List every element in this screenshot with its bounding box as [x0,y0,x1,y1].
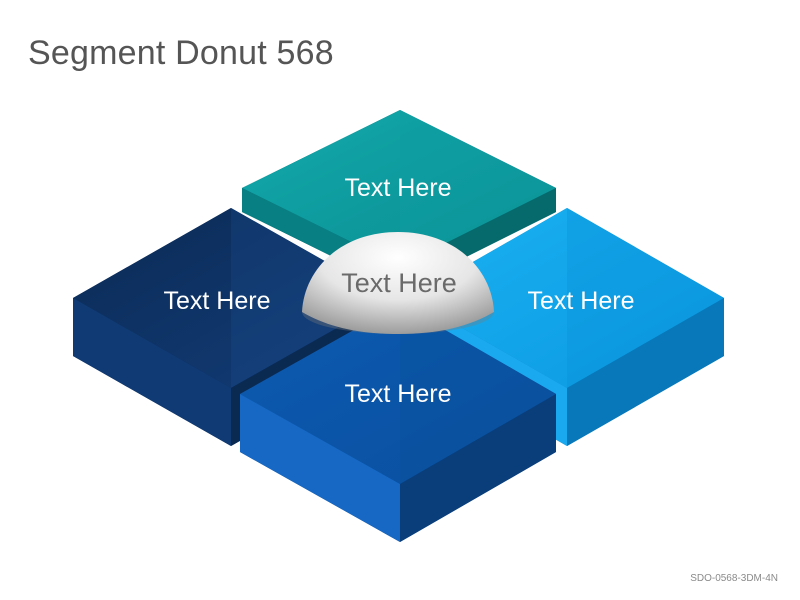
slide-title: Segment Donut 568 [28,34,334,72]
segment-left-label: Text Here [164,287,271,315]
segment-right-label: Text Here [528,287,635,315]
center-hub [302,232,494,334]
slide-code: SDO-0568-3DM-4N [690,573,778,584]
center-hub-label: Text Here [341,268,457,298]
segment-bottom-label: Text Here [345,380,452,408]
segment-top-label: Text Here [345,174,452,202]
segment-bottom [240,304,556,542]
